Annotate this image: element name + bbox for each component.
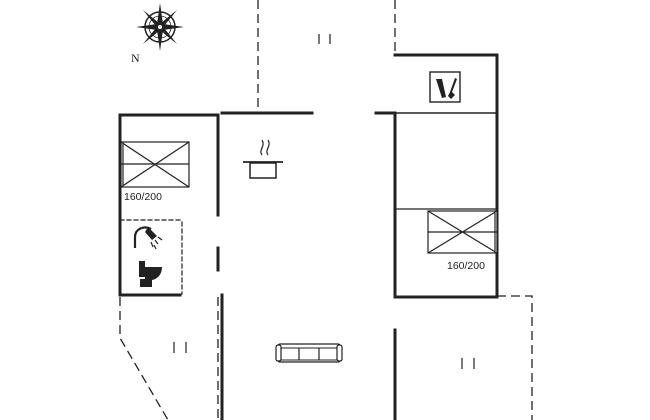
walls xyxy=(118,53,499,420)
north-label: N xyxy=(131,51,140,65)
bed-left xyxy=(120,141,190,188)
bed-right xyxy=(427,210,498,254)
terrace-outlines xyxy=(119,0,533,420)
sofa-icon xyxy=(275,343,343,363)
shower-icon xyxy=(133,226,163,250)
door-marks xyxy=(173,34,475,369)
tools-icon xyxy=(429,71,461,103)
bed-size-label-left: 160/200 xyxy=(124,191,162,203)
compass-rose-icon xyxy=(136,3,184,51)
cooking-pot-icon xyxy=(243,139,283,179)
bed-size-label-right: 160/200 xyxy=(447,260,485,272)
toilet-icon xyxy=(139,261,162,287)
